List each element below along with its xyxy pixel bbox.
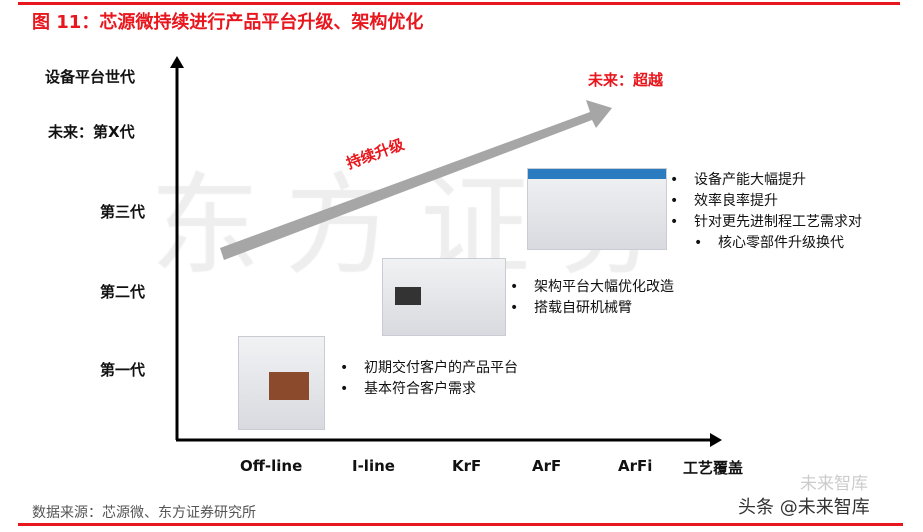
- y-level-2: 第二代: [100, 283, 146, 301]
- x-label-offline: Off-line: [240, 457, 303, 475]
- gen3-bullets: 设备产能大幅提升 效率良率提升 针对更先进制程工艺需求对 核心零部件升级换代: [670, 170, 862, 254]
- x-label-iline: I-line: [352, 457, 395, 475]
- y-level-future: 未来：第X代: [48, 123, 135, 141]
- bullet-continuation: 核心零部件升级换代: [670, 233, 862, 254]
- gen2-bullets: 架构平台大幅优化改造 搭载自研机械臂: [510, 277, 674, 319]
- y-level-3: 第三代: [100, 203, 146, 221]
- trend-arrow: [220, 100, 612, 260]
- footer-watermark: 头条 @未来智库: [738, 497, 870, 518]
- x-label-krf: KrF: [452, 457, 482, 475]
- future-label: 未来：超越: [588, 71, 664, 89]
- source-note: 数据来源：芯源微、东方证券研究所: [32, 505, 256, 521]
- gen1-bullets: 初期交付客户的产品平台 基本符合客户需求: [340, 358, 518, 400]
- x-axis-title: 工艺覆盖: [683, 459, 744, 477]
- bullet: 设备产能大幅提升: [670, 170, 862, 191]
- footer-watermark-top: 未来智库: [800, 474, 868, 494]
- gen3-equipment-image: [527, 168, 667, 250]
- gen2-equipment-image: [382, 258, 506, 336]
- x-label-arf: ArF: [532, 457, 562, 475]
- bottom-rule: [18, 523, 903, 526]
- y-axis-arrowhead: [170, 56, 184, 68]
- y-level-1: 第一代: [100, 361, 146, 379]
- gen1-equipment-image: [238, 336, 325, 430]
- bullet: 基本符合客户需求: [340, 379, 518, 400]
- bullet: 初期交付客户的产品平台: [340, 358, 518, 379]
- y-axis-title: 设备平台世代: [45, 68, 136, 86]
- figure-title: 图 11：芯源微持续进行产品平台升级、架构优化: [32, 12, 424, 33]
- x-label-arfi: ArFi: [618, 457, 653, 475]
- bullet: 针对更先进制程工艺需求对: [670, 212, 862, 233]
- bullet: 搭载自研机械臂: [510, 298, 674, 319]
- bullet: 效率良率提升: [670, 191, 862, 212]
- top-rule: [18, 2, 900, 5]
- bullet: 架构平台大幅优化改造: [510, 277, 674, 298]
- x-axis-arrowhead: [710, 433, 722, 447]
